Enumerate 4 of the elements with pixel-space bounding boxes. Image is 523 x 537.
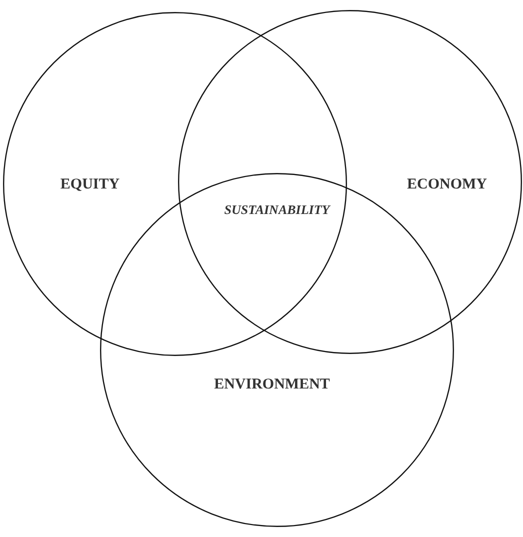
circle-label: ENVIRONMENT — [214, 376, 330, 394]
circle-label: ECONOMY — [407, 176, 487, 194]
intersection-label: SUSTAINABILITY — [224, 202, 330, 218]
circle-label: EQUITY — [60, 176, 120, 194]
